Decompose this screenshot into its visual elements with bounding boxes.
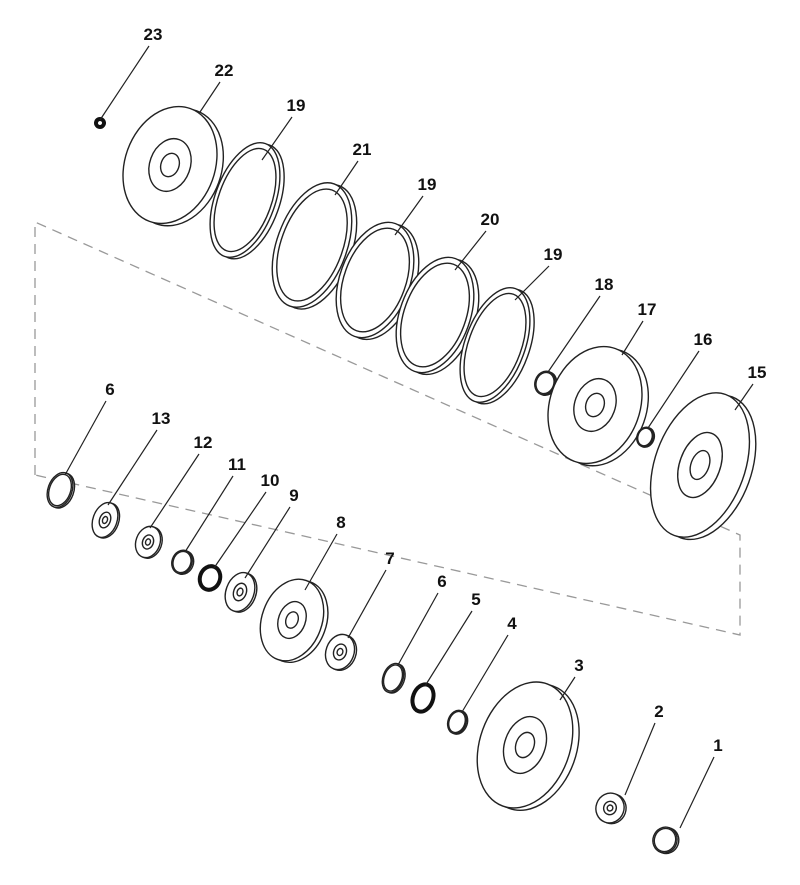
part-8-stator bbox=[259, 578, 329, 664]
part-9-clutch bbox=[224, 571, 258, 613]
leader-line bbox=[679, 756, 715, 829]
part-17-damper bbox=[547, 345, 650, 467]
callout-label: 17 bbox=[638, 300, 657, 319]
callout-label: 10 bbox=[261, 471, 280, 490]
leader-line bbox=[647, 350, 700, 429]
callout-label: 18 bbox=[595, 275, 614, 294]
callout-label: 2 bbox=[654, 702, 663, 721]
leader-line bbox=[394, 195, 424, 236]
leader-line bbox=[184, 475, 234, 553]
callout-label: 6 bbox=[105, 380, 114, 399]
callout-label: 19 bbox=[544, 245, 563, 264]
part-1-plug bbox=[652, 826, 680, 855]
part-19-seal bbox=[459, 286, 535, 405]
part-4-washer bbox=[446, 709, 469, 735]
leader-line bbox=[107, 429, 158, 506]
leader-line bbox=[99, 45, 150, 121]
part-6-snapring bbox=[46, 471, 76, 509]
leader-line bbox=[514, 265, 550, 301]
callout-label: 16 bbox=[694, 330, 713, 349]
part-2-sleeve bbox=[595, 792, 627, 825]
leader-line bbox=[547, 295, 601, 373]
callout-label: 23 bbox=[144, 25, 163, 44]
leader-line bbox=[64, 400, 107, 476]
part-15-turbine bbox=[649, 392, 757, 541]
leader-line bbox=[424, 610, 473, 687]
callout-label: 6 bbox=[437, 572, 446, 591]
part-10-spring bbox=[197, 564, 223, 592]
callout-label: 19 bbox=[287, 96, 306, 115]
leader-line bbox=[624, 722, 656, 796]
assembly-boundary bbox=[34, 221, 741, 636]
leader-line bbox=[334, 160, 359, 196]
part-23-plug bbox=[94, 117, 106, 129]
leader-line bbox=[397, 592, 439, 666]
callout-label: 1 bbox=[713, 736, 722, 755]
callout-label: 12 bbox=[194, 433, 213, 452]
leader-line bbox=[149, 453, 200, 529]
callout-label: 20 bbox=[481, 210, 500, 229]
part-12-bearing bbox=[134, 525, 163, 559]
callout-label: 11 bbox=[228, 455, 246, 474]
leader-line bbox=[213, 491, 267, 569]
leader-line bbox=[621, 320, 644, 356]
part-7-bearing bbox=[324, 633, 358, 671]
part-19-seal bbox=[209, 141, 285, 260]
part-6-snapring bbox=[381, 662, 406, 694]
leader-line bbox=[304, 533, 338, 591]
callout-label: 5 bbox=[471, 590, 480, 609]
callout-label: 13 bbox=[152, 409, 171, 428]
callout-label: 9 bbox=[289, 486, 298, 505]
leader-line bbox=[454, 230, 487, 271]
callout-label: 8 bbox=[336, 513, 345, 532]
parts-group bbox=[46, 105, 757, 855]
leader-line bbox=[199, 81, 221, 113]
callout-label: 21 bbox=[353, 140, 372, 159]
callout-label: 22 bbox=[215, 61, 234, 80]
part-20-clutch bbox=[395, 256, 480, 376]
part-11-spring bbox=[171, 549, 195, 575]
callout-label: 4 bbox=[507, 614, 517, 633]
leader-line bbox=[734, 383, 754, 411]
leader-line bbox=[461, 634, 509, 713]
leader-line bbox=[244, 506, 291, 579]
leader-line bbox=[347, 569, 387, 639]
part-16-oring bbox=[636, 426, 656, 448]
callout-label: 7 bbox=[385, 549, 394, 568]
leader-line bbox=[559, 676, 576, 701]
callout-label: 15 bbox=[748, 363, 767, 382]
part-5-seal bbox=[410, 682, 436, 714]
part-3-impeller bbox=[476, 681, 580, 811]
part-22-cover bbox=[122, 105, 225, 227]
part-21-plate bbox=[271, 182, 358, 310]
callout-label: 3 bbox=[574, 656, 583, 675]
callout-label: 19 bbox=[418, 175, 437, 194]
leader-line bbox=[261, 116, 293, 161]
part-13-race bbox=[91, 501, 121, 539]
